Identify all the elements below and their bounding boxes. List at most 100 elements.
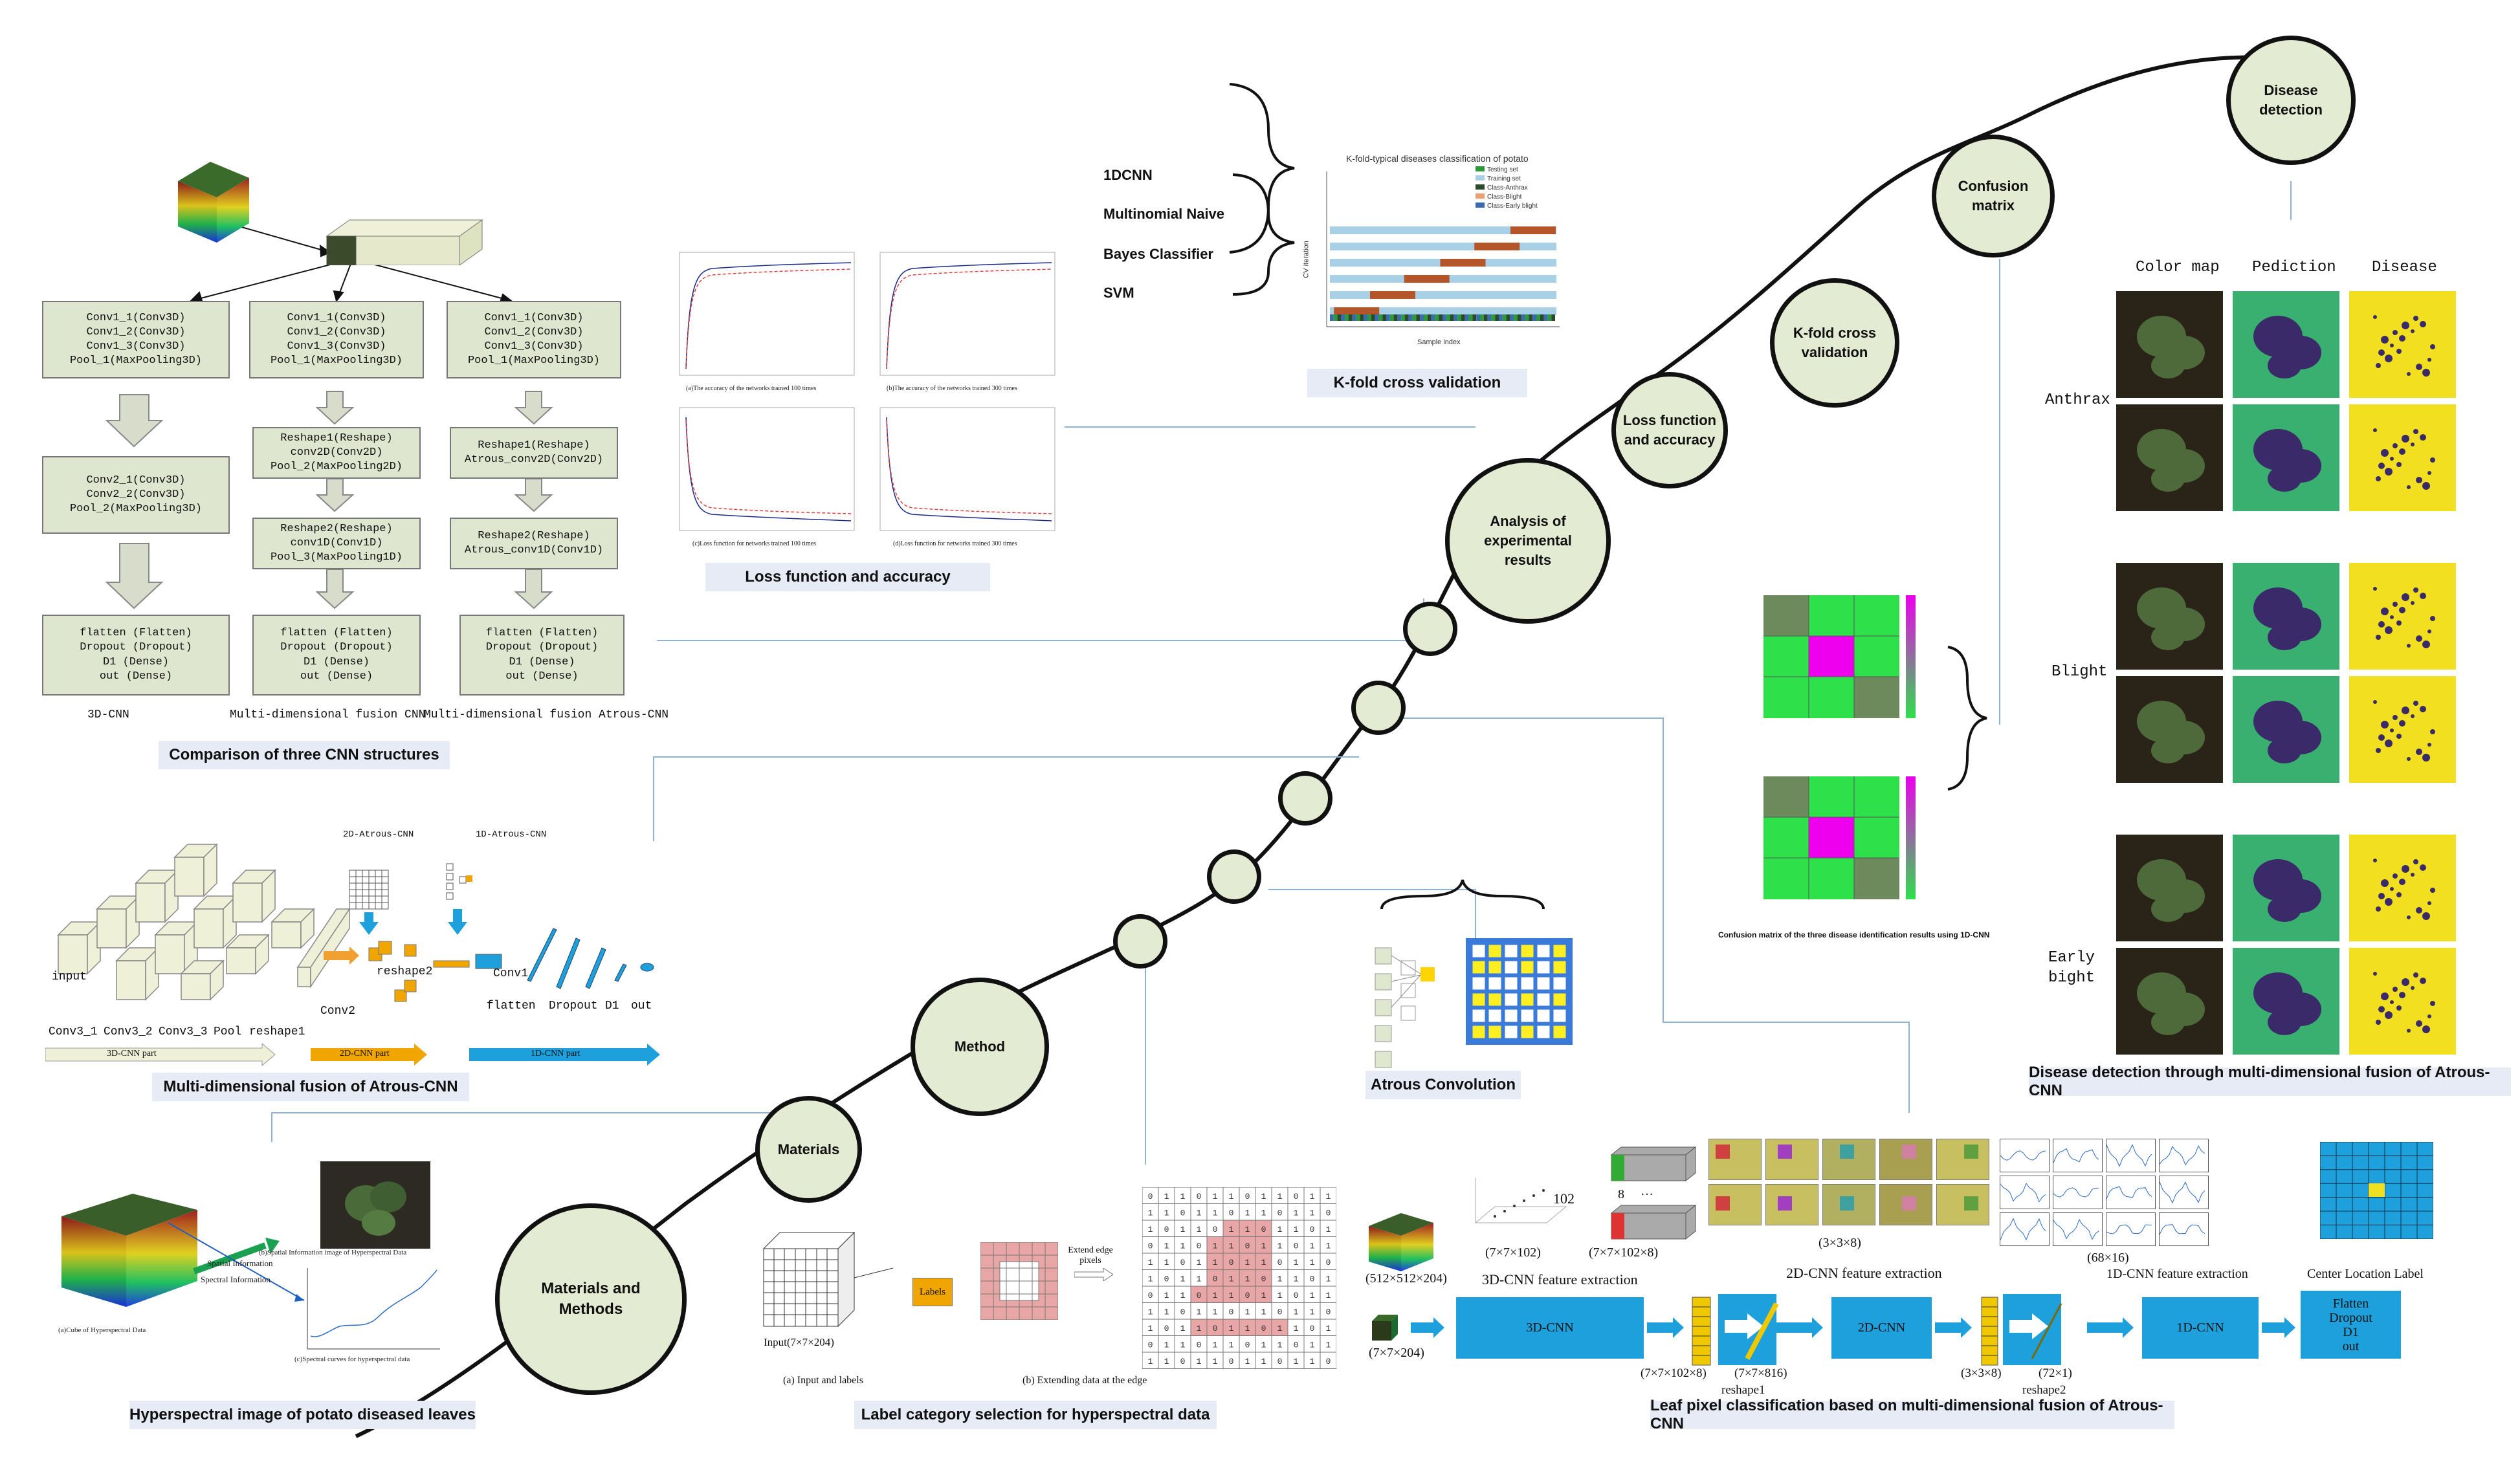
classifier-svm: SVM [1103, 285, 1134, 301]
multidim-out-label: out [631, 1000, 652, 1013]
leaf-feat1d-label: 1D-CNN feature extraction [2106, 1267, 2248, 1281]
node-analysis[interactable]: Analysis of experimental results [1445, 458, 1611, 624]
node-loss[interactable]: Loss function and accuracy [1611, 372, 1728, 488]
svg-text:1: 1 [1229, 1274, 1234, 1284]
svg-text:0: 0 [1277, 1357, 1283, 1366]
feat1d-plot-0-1 [2000, 1176, 2050, 1209]
feat1d-grid [2000, 1139, 2213, 1252]
node-small-3[interactable] [1278, 771, 1332, 826]
leaf-center-label: Center Location Label [2307, 1267, 2424, 1281]
svg-text:0: 0 [1277, 1307, 1283, 1317]
pipeline-1dcnn: 1D-CNN [2142, 1297, 2259, 1359]
hyper-caption-a: (a)Cube of Hyperspectral Data [58, 1326, 146, 1334]
svg-text:1: 1 [1213, 1192, 1218, 1201]
node-small-5[interactable] [1403, 602, 1457, 656]
feat1d-plot-3-1 [2159, 1176, 2209, 1209]
cnn2-box1: Conv1_1(Conv3D)Conv1_2(Conv3D)Conv1_3(Co… [249, 301, 424, 378]
disease-tile-prediction-2 [2233, 404, 2339, 511]
disease-tile-prediction-6 [2233, 948, 2339, 1055]
caption-kfold: K-fold cross validation [1307, 369, 1527, 397]
svg-text:1: 1 [1229, 1225, 1234, 1234]
hyper-caption-b: (b)Spatial Information image of Hyperspe… [259, 1249, 407, 1256]
svg-text:Class-Blight: Class-Blight [1487, 193, 1522, 201]
svg-text:1: 1 [1294, 1357, 1299, 1366]
node-confusion[interactable]: Confusion matrix [1932, 135, 2055, 257]
svg-text:1: 1 [1310, 1340, 1315, 1350]
node-method[interactable]: Method [911, 978, 1049, 1116]
multidim-flatten-label: flatten [487, 1000, 536, 1013]
svg-text:1: 1 [1326, 1340, 1331, 1350]
atrous-diagram [1369, 928, 1576, 1074]
hyper-leaf-image [320, 1161, 430, 1249]
cnn3-box3: flatten (Flatten)Dropout (Dropout)D1 (De… [459, 615, 624, 696]
feat2d-cell-4-1 [1936, 1184, 1989, 1225]
svg-text:1: 1 [1310, 1291, 1315, 1300]
feat2d-cell-1-0 [1765, 1139, 1818, 1180]
svg-text:0: 0 [1326, 1307, 1331, 1317]
multidim-conv32-label: Conv3_2 [104, 1025, 153, 1038]
node-small-4[interactable] [1351, 681, 1406, 735]
col-header-disease: Disease [2372, 259, 2437, 276]
svg-text:1: 1 [1326, 1225, 1331, 1234]
svg-text:1: 1 [1245, 1258, 1250, 1267]
classifier-mnb: Multinomial Naive [1103, 206, 1225, 222]
col-header-colormap: Color map [2136, 259, 2220, 276]
multidim-reshape1-label: reshape1 [249, 1025, 305, 1038]
loss-panels [660, 246, 1061, 556]
node-disease[interactable]: Disease detection [2226, 36, 2356, 165]
svg-text:0: 0 [1197, 1291, 1202, 1300]
kfold-ylabel: CV iteration [1302, 241, 1310, 278]
node-materials-methods[interactable]: Materials and Methods [495, 1203, 687, 1395]
multidim-reshape2-label: reshape2 [377, 965, 433, 978]
kfold-xlabel: Sample index [1417, 338, 1461, 346]
svg-text:Testing set: Testing set [1487, 166, 1518, 173]
leaf-n102: 102 [1553, 1190, 1575, 1207]
svg-text:1: 1 [1261, 1241, 1266, 1251]
multidim-conv1-label: Conv1 [493, 967, 529, 980]
svg-text:0: 0 [1277, 1208, 1283, 1218]
labels-box: Labels [912, 1278, 953, 1306]
leaf-n8: 8 [1618, 1187, 1624, 1201]
svg-text:1: 1 [1261, 1357, 1266, 1366]
disease-tile-colormap-4 [2116, 676, 2223, 783]
caption-disease: Disease detection through multi-dimensio… [2029, 1064, 2511, 1099]
svg-text:0: 0 [1326, 1357, 1331, 1366]
svg-text:1: 1 [1277, 1192, 1283, 1201]
svg-text:1: 1 [1148, 1274, 1153, 1284]
node-small-2[interactable] [1207, 849, 1261, 904]
edge-extend-small-grid [980, 1242, 1058, 1320]
svg-text:1: 1 [1245, 1307, 1250, 1317]
node-materials[interactable]: Materials [755, 1096, 862, 1203]
svg-text:0: 0 [1261, 1274, 1266, 1284]
svg-text:1: 1 [1197, 1274, 1202, 1284]
caption-multidim: Multi-dimensional fusion of Atrous-CNN [152, 1073, 469, 1101]
multidim-diagram [45, 831, 667, 1032]
svg-text:1: 1 [1261, 1192, 1266, 1201]
classifier-bayes: Bayes Classifier [1103, 246, 1213, 262]
svg-text:1: 1 [1261, 1291, 1266, 1300]
svg-text:0: 0 [1261, 1324, 1266, 1333]
node-kfold[interactable]: K-fold cross validation [1770, 278, 1899, 408]
disease-tile-prediction-3 [2233, 563, 2339, 670]
svg-text:1: 1 [1197, 1208, 1202, 1218]
svg-text:1: 1 [1294, 1324, 1299, 1333]
disease-tile-disease-2 [2349, 404, 2456, 511]
svg-text:1: 1 [1213, 1307, 1218, 1317]
svg-text:1: 1 [1213, 1208, 1218, 1218]
svg-text:1: 1 [1310, 1258, 1315, 1267]
node-small-1[interactable] [1113, 914, 1167, 969]
svg-text:0: 0 [1245, 1192, 1250, 1201]
disease-tile-colormap-6 [2116, 948, 2223, 1055]
loss-panel-b: (b)The accuracy of the networks trained … [887, 385, 1017, 392]
svg-text:1: 1 [1164, 1307, 1169, 1317]
svg-text:1: 1 [1310, 1241, 1315, 1251]
disease-tile-prediction-4 [2233, 676, 2339, 783]
leaf-reshape1: reshape1 [1721, 1383, 1765, 1397]
multidim-dropout-label: Dropout [549, 1000, 598, 1013]
output-out: out [2342, 1339, 2360, 1353]
feat1d-plot-1-2 [2053, 1212, 2103, 1246]
extend-edge-label: Extend edge pixels [1068, 1245, 1113, 1265]
svg-text:1: 1 [1310, 1208, 1315, 1218]
svg-text:1: 1 [1245, 1357, 1250, 1366]
kfold-chart: K-fold-typical diseases classification o… [1301, 152, 1566, 353]
